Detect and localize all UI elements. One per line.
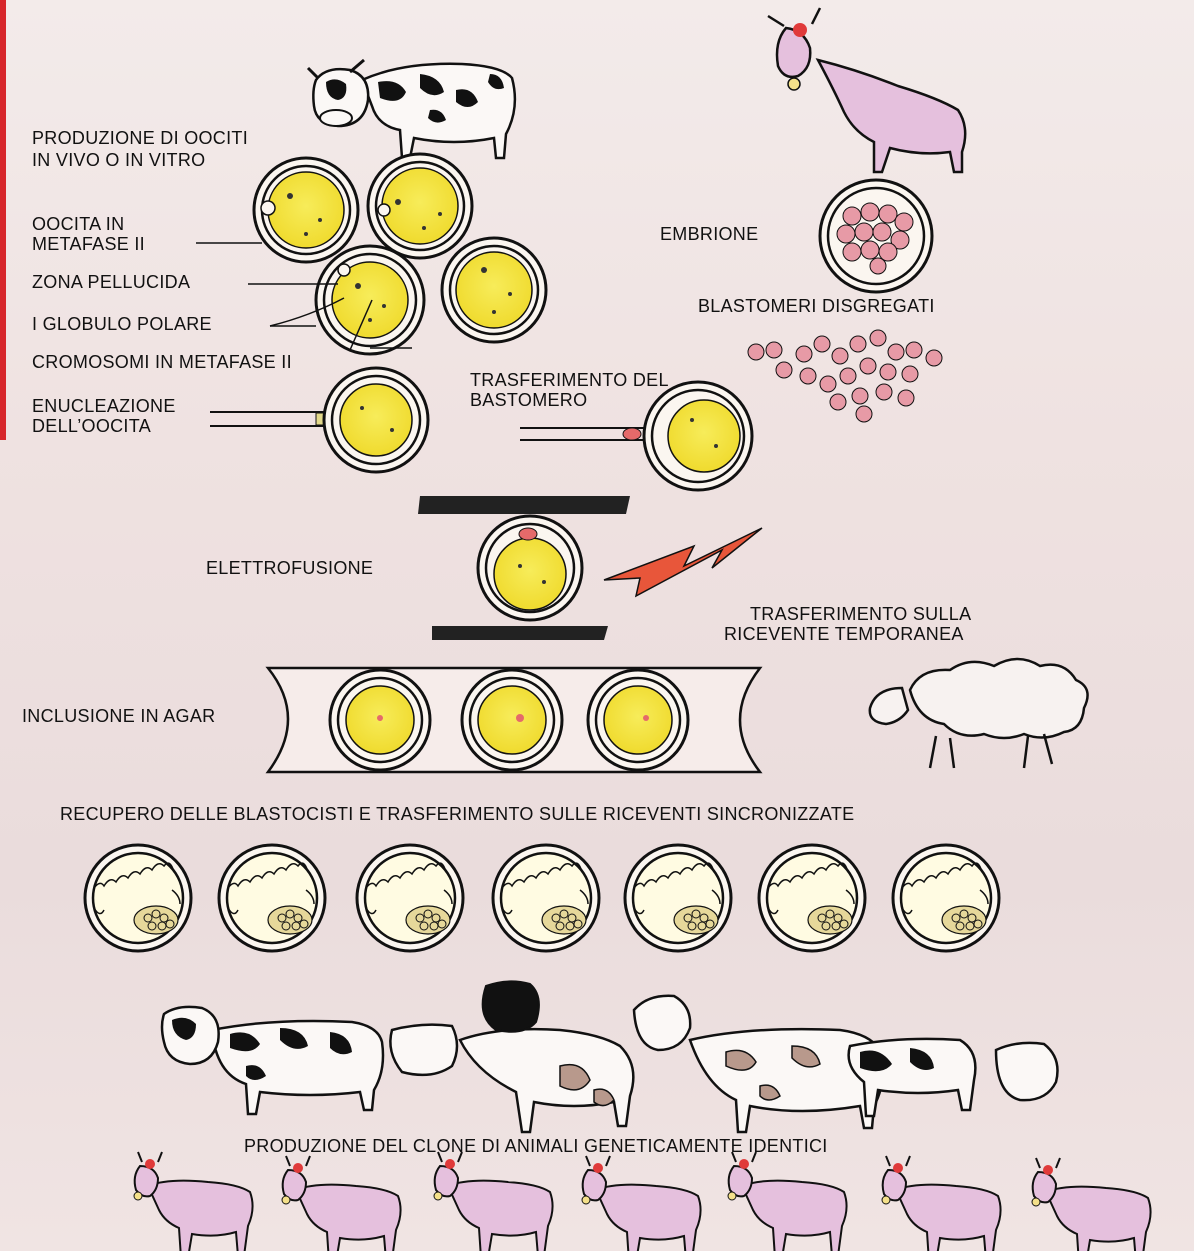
label-enucleation-1: ENUCLEAZIONE (32, 396, 176, 417)
blastocyst-icon (493, 845, 599, 951)
pink-cow-icon (728, 1152, 847, 1251)
blastocyst-icon (759, 845, 865, 951)
label-chromosomes: CROMOSOMI IN METAFASE II (32, 352, 292, 373)
label-enucleation-2: DELL’OOCITA (32, 416, 151, 437)
label-polar-body: I GLOBULO POLARE (32, 314, 212, 335)
embryo-icon (820, 180, 932, 292)
label-oocyte-production-2: IN VIVO O IN VITRO (32, 150, 205, 171)
label-oocyte-metaphase-1: OOCITA IN (32, 214, 124, 235)
label-oocyte-metaphase-2: METAFASE II (32, 234, 145, 255)
pink-cow-icon (582, 1156, 701, 1251)
holstein-cow-icon (308, 60, 515, 158)
blastocyst-row (85, 845, 999, 951)
oocyte-icon (254, 158, 358, 262)
cow-herd (162, 981, 1058, 1132)
blastocyst-icon (85, 845, 191, 951)
sheep-icon (870, 659, 1088, 768)
oocyte-icon (368, 154, 472, 258)
label-blastomeres: BLASTOMERI DISGREGATI (698, 296, 935, 317)
pink-cow-icon (282, 1156, 401, 1251)
label-blastomere-transfer-2: BASTOMERO (470, 390, 587, 411)
pink-cow-icon (134, 1152, 253, 1251)
blastocyst-icon (625, 845, 731, 951)
label-temp-recipient-2: RICEVENTE TEMPORANEA (724, 624, 964, 645)
label-embryo: EMBRIONE (660, 224, 758, 245)
pink-cow-icon (882, 1156, 1001, 1251)
pink-cow-icon (434, 1152, 553, 1251)
label-oocyte-production-1: PRODUZIONE DI OOCITI (32, 128, 248, 149)
label-blastomere-transfer-1: TRASFERIMENTO DEL (470, 370, 669, 391)
pink-cow-icon (768, 8, 965, 172)
label-electrofusion: ELETTROFUSIONE (206, 558, 373, 579)
agar-block (268, 668, 760, 772)
oocyte-icon (316, 246, 424, 354)
oocyte-icon (324, 368, 428, 472)
label-blastocyst-recovery: RECUPERO DELLE BLASTOCISTI E TRASFERIMEN… (60, 804, 854, 825)
lightning-icon (604, 528, 762, 596)
pink-cow-icon (1032, 1158, 1151, 1251)
label-zona-pellucida: ZONA PELLUCIDA (32, 272, 190, 293)
oocyte-icon (478, 516, 582, 620)
blastocyst-icon (357, 845, 463, 951)
oocyte-icon (442, 238, 546, 342)
blastocyst-icon (893, 845, 999, 951)
label-agar: INCLUSIONE IN AGAR (22, 706, 215, 727)
label-clone-production: PRODUZIONE DEL CLONE DI ANIMALI GENETICA… (244, 1136, 828, 1157)
pipette-icon (210, 412, 332, 426)
pipette-icon (520, 428, 664, 440)
blastocyst-icon (219, 845, 325, 951)
blastomeres-icon (748, 330, 942, 422)
oocyte-icon (644, 382, 752, 490)
label-temp-recipient-1: TRASFERIMENTO SULLA (750, 604, 971, 625)
clone-row (134, 1152, 1151, 1251)
